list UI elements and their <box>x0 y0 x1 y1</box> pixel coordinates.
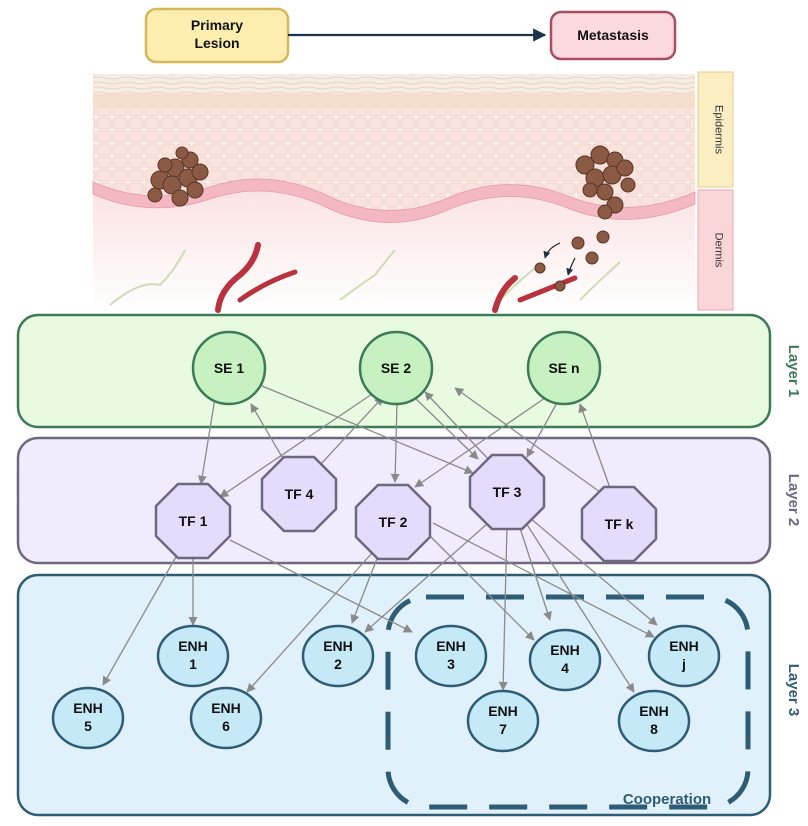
tf-node-3: TF 3 <box>468 453 546 531</box>
layer3-label: Layer 3 <box>785 664 802 717</box>
edge-tf3-enh7 <box>498 525 508 691</box>
svg-text:ENH: ENH <box>488 703 518 719</box>
svg-text:ENH: ENH <box>73 700 103 716</box>
svg-text:2: 2 <box>334 656 342 672</box>
svg-text:7: 7 <box>499 721 507 737</box>
enh-node-8: ENH 8 <box>617 689 691 753</box>
edge-tf1-enh5 <box>102 554 178 686</box>
tf-node-2-label: TF 2 <box>379 514 408 530</box>
tf-node-1-label: TF 1 <box>179 513 208 529</box>
edge-tf3-enh8 <box>525 522 635 693</box>
edge-se2-tf2 <box>390 402 400 483</box>
se-node-2-label: SE 2 <box>381 360 412 376</box>
tf-node-k-label: TF k <box>605 516 634 532</box>
svg-text:8: 8 <box>650 721 658 737</box>
edge-sen-tf3 <box>526 400 559 458</box>
enh-node-5: ENH 5 <box>51 686 125 750</box>
metastasis-box: Metastasis <box>549 10 677 61</box>
edge-se1-tf1 <box>197 397 216 485</box>
epidermis-tab: Epidermis <box>697 71 734 188</box>
cooperation-label: Cooperation <box>623 791 711 808</box>
edge-tfk-sen2 <box>578 403 611 489</box>
se-node-1-label: SE 1 <box>214 360 245 376</box>
tf-node-3-label: TF 3 <box>493 484 522 500</box>
edge-se2-tf3 <box>414 397 479 460</box>
cooperation-region <box>385 594 751 810</box>
enh-node-j: ENH j <box>647 624 721 688</box>
enh-node-4: ENH 4 <box>528 628 602 692</box>
edge-tf4-se2 <box>319 396 384 466</box>
svg-text:3: 3 <box>447 656 455 672</box>
svg-text:ENH: ENH <box>639 703 669 719</box>
edge-tf3-se2 <box>424 391 491 462</box>
tf-node-2: TF 2 <box>354 483 432 561</box>
enh-node-7: ENH 7 <box>466 689 540 753</box>
primary-lesion-box: Primary Lesion <box>144 7 290 64</box>
tf-node-4: TF 4 <box>260 455 338 533</box>
primary-lesion-line1: Primary <box>191 17 243 33</box>
se-node-1: SE 1 <box>191 330 267 406</box>
epidermis-label: Epidermis <box>713 105 725 154</box>
svg-text:ENH: ENH <box>669 638 699 654</box>
enh-node-1: ENH 1 <box>156 624 230 688</box>
svg-text:5: 5 <box>84 718 92 734</box>
tf-node-k: TF k <box>580 485 658 563</box>
svg-text:6: 6 <box>222 718 230 734</box>
edge-se1-tf3 <box>261 385 474 475</box>
se-node-2: SE 2 <box>358 330 434 406</box>
edge-tf3-enhj2 <box>529 517 658 626</box>
edge-se2-tf1 <box>219 391 376 498</box>
primary-lesion-line2: Lesion <box>194 35 239 51</box>
dermis-label: Dermis <box>713 233 725 268</box>
edge-sen-tf2 <box>414 397 546 488</box>
edge-tf3-enh2 <box>364 522 489 633</box>
layer2-label: Layer 2 <box>785 474 802 527</box>
enh-node-3: ENH 3 <box>414 624 488 688</box>
edge-tf2-enh2 <box>350 555 379 624</box>
skin-illustration <box>92 74 696 313</box>
dermis-tab: Dermis <box>697 189 734 311</box>
svg-text:j: j <box>681 656 686 672</box>
edge-tf3-enh4 <box>518 524 552 621</box>
tf-node-4-label: TF 4 <box>285 486 314 502</box>
se-node-n-label: SE n <box>548 360 579 376</box>
edge-tfk-sen <box>454 387 601 493</box>
svg-text:1: 1 <box>189 656 197 672</box>
svg-text:ENH: ENH <box>436 638 466 654</box>
enh-node-2: ENH 2 <box>301 624 375 688</box>
enh-node-6: ENH 6 <box>189 686 263 750</box>
se-node-n: SE n <box>526 330 602 406</box>
edge-tf2-enhj <box>432 522 655 638</box>
svg-text:ENH: ENH <box>211 700 241 716</box>
svg-text:ENH: ENH <box>550 642 580 658</box>
edge-tf2-enh4 <box>427 533 535 641</box>
svg-text:ENH: ENH <box>178 638 208 654</box>
tf-node-1: TF 1 <box>154 482 232 560</box>
regulatory-edges <box>102 385 658 693</box>
edge-tf2-enh6 <box>246 552 373 693</box>
metastasis-label: Metastasis <box>577 27 649 43</box>
svg-text:4: 4 <box>561 660 569 676</box>
svg-text:ENH: ENH <box>323 638 353 654</box>
edge-tf4-se1 <box>250 403 286 463</box>
layer1-label: Layer 1 <box>785 345 802 398</box>
